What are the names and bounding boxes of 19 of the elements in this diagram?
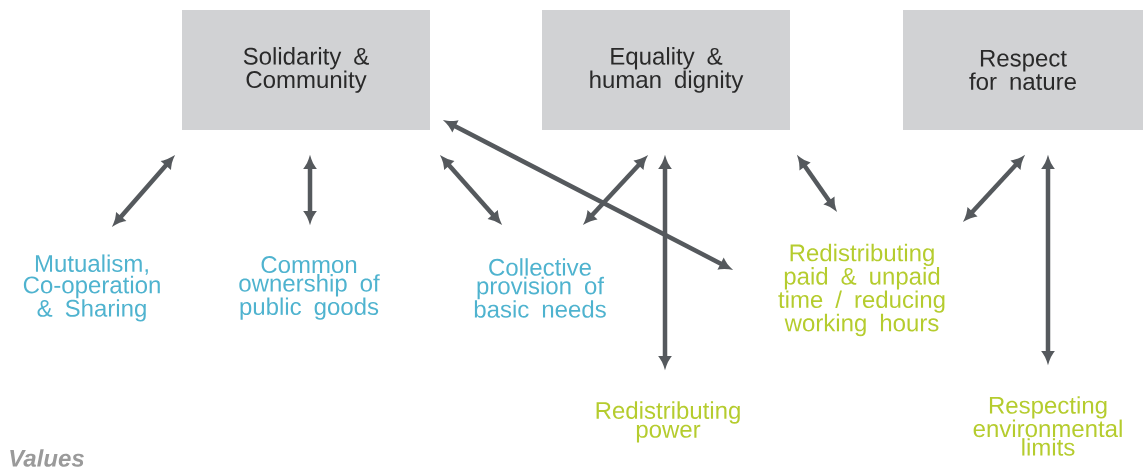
double-arrow xyxy=(1042,158,1054,362)
double-arrow xyxy=(304,158,316,222)
value-box: Solidarity & Community xyxy=(182,10,430,130)
value-label: Respecting environmental limits xyxy=(973,396,1122,456)
double-arrow xyxy=(445,120,731,270)
caption-text: Values xyxy=(10,449,84,467)
value-label: Common ownership of public goods xyxy=(239,256,380,320)
value-label: Redistributing paid & unpaid time / reducing working hours xyxy=(778,243,945,337)
double-arrow xyxy=(113,156,174,226)
value-box: Respect for nature xyxy=(903,10,1143,130)
value-label: Mutualism, Co-operation & Sharing xyxy=(23,254,160,322)
double-arrow xyxy=(584,156,647,224)
value-label: Collective provision of basic needs xyxy=(474,258,606,318)
double-arrow xyxy=(964,156,1024,221)
double-arrow xyxy=(798,157,836,210)
double-arrow xyxy=(441,156,501,224)
double-arrow xyxy=(659,158,671,367)
value-label: Redistributing power xyxy=(596,401,740,443)
value-box: Equality & human dignity xyxy=(542,10,790,130)
